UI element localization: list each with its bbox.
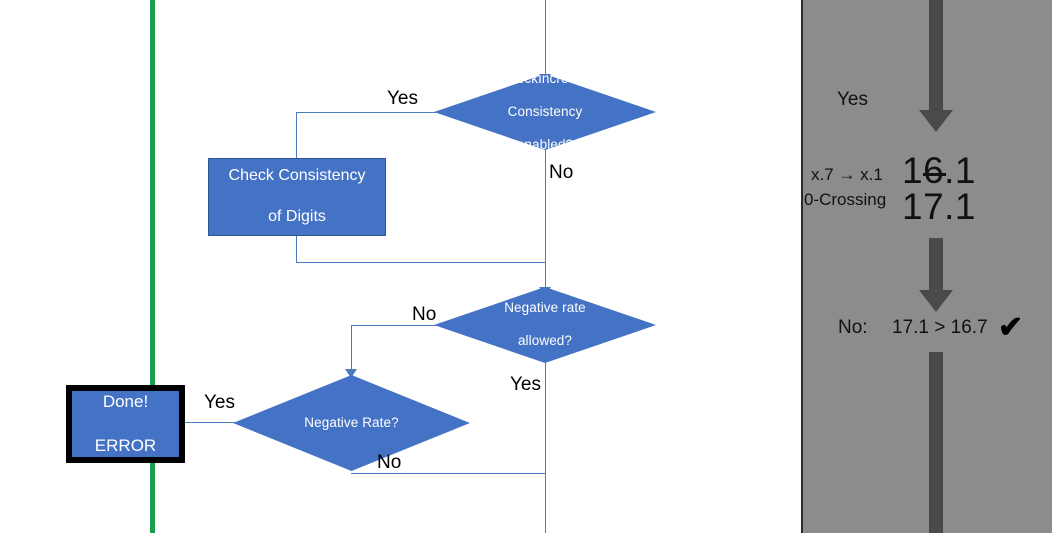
panel-result-prefix: No:: [838, 317, 868, 338]
panel-value-current: 17.1: [902, 186, 977, 227]
terminator-done-error-label: Done! ERROR: [95, 391, 156, 457]
process-check-consistency-of-digits[interactable]: Check Consistency of Digits: [208, 158, 386, 236]
connector-nra-no-horizontal: [351, 325, 436, 326]
panel-value-struck: 16.1: [902, 150, 977, 191]
connector-top-spine: [545, 0, 546, 77]
edge-label-negative-rate-yes: Yes: [204, 392, 235, 413]
panel-arrow-1-shaft: [929, 0, 943, 110]
decision-check-increase-line2: Consistency: [507, 103, 583, 119]
panel-result-checkmark-icon: ✔: [998, 311, 1024, 344]
decision-check-increase-consistency[interactable]: CheckIncrease Consistency enabled?: [434, 74, 656, 150]
panel-arrow-2-head: [919, 290, 953, 312]
connector-yes-horizontal-bottom: [296, 262, 546, 263]
panel-arrow-3-shaft: [929, 352, 943, 533]
panel-arrow-1-head: [919, 110, 953, 132]
panel-note-line1: x.7 → x.1: [811, 165, 883, 184]
decision-check-increase-label: CheckIncrease Consistency enabled?: [487, 70, 602, 150]
decision-negative-rate-label: Negative Rate?: [304, 414, 399, 430]
edge-label-negative-rate-no: No: [377, 452, 402, 473]
panel-yes-label: Yes: [837, 89, 868, 110]
decision-negative-rate[interactable]: Negative Rate?: [233, 375, 470, 471]
connector-nra-yes-spine: [545, 363, 546, 533]
connector-nra-no-vertical: [351, 325, 352, 375]
process-line1: Check Consistency: [228, 166, 366, 184]
panel-arrow-2-shaft: [929, 238, 943, 290]
decision-nra-line1: Negative rate: [504, 300, 586, 316]
annotation-panel: Yes x.7 → x.1 0-Crossing 16.1 17.1 No: 1…: [801, 0, 1052, 533]
decision-negative-rate-allowed[interactable]: Negative rate allowed?: [434, 287, 656, 363]
process-check-consistency-label: Check Consistency of Digits: [229, 166, 366, 228]
edge-label-negative-rate-allowed-yes: Yes: [510, 374, 541, 395]
edge-label-check-increase-yes: Yes: [387, 88, 418, 109]
decision-check-increase-line1: CheckIncrease: [499, 70, 591, 86]
connector-negative-rate-no: [351, 473, 546, 474]
terminator-line1: Done!: [102, 391, 149, 411]
panel-note-line2: 0-Crossing: [804, 190, 887, 209]
connector-negative-rate-yes: [181, 422, 239, 423]
connector-yes-horizontal-top: [296, 112, 436, 113]
process-line2: of Digits: [268, 208, 326, 226]
terminator-line2: ERROR: [94, 436, 157, 456]
edge-label-negative-rate-allowed-no: No: [412, 304, 437, 325]
terminator-done-error[interactable]: Done! ERROR: [66, 385, 185, 463]
decision-nra-line2: allowed?: [517, 333, 573, 349]
decision-negative-rate-allowed-label: Negative rate allowed?: [492, 300, 598, 349]
panel-result-comparison: 17.1 > 16.7: [892, 317, 988, 338]
edge-label-check-increase-no: No: [549, 162, 574, 183]
connector-negative-rate-arrowhead: [345, 369, 357, 378]
green-marker-line: [150, 0, 155, 533]
connector-check-increase-no-spine: [545, 150, 546, 290]
panel-value-struck-strikethrough: [923, 173, 946, 176]
